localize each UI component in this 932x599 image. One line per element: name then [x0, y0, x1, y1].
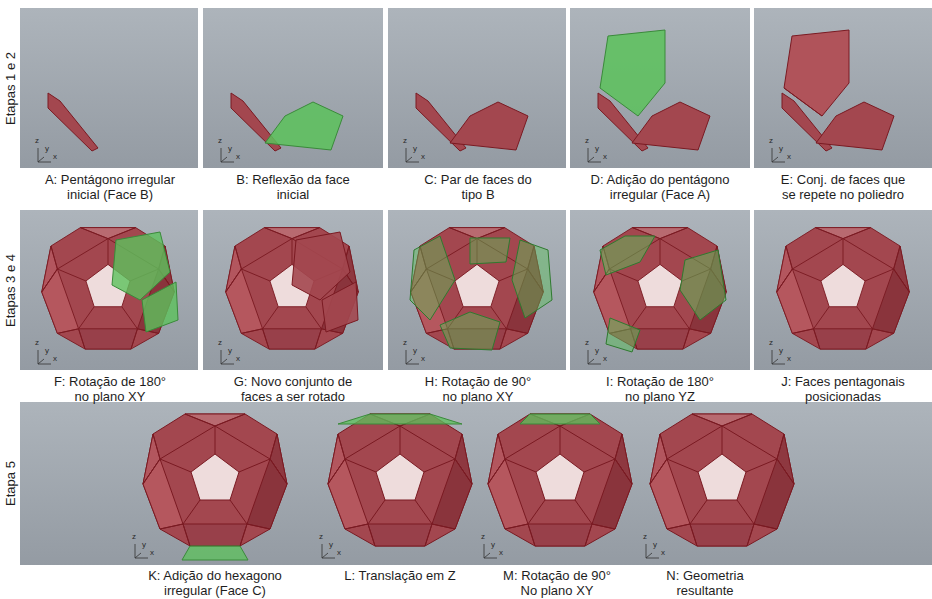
- axis-letter: y: [779, 347, 783, 355]
- axis-letter: x: [53, 153, 57, 161]
- axis-letter: z: [643, 533, 647, 541]
- axis-letter: z: [218, 339, 222, 347]
- axis-letter: z: [132, 533, 136, 541]
- axis-letter: y: [228, 145, 232, 153]
- step-caption: M: Rotação de 90° No plano XY: [495, 568, 620, 598]
- axis-letter: x: [603, 355, 607, 363]
- row2-figures: [42, 228, 909, 352]
- axis-letter: z: [218, 137, 222, 145]
- axis-letter: y: [779, 145, 783, 153]
- axis-letter: y: [653, 541, 657, 549]
- axis-letter: x: [150, 549, 154, 557]
- axis-letter: y: [329, 541, 333, 549]
- axis-letter: y: [142, 541, 146, 549]
- axis-letter: z: [585, 137, 589, 145]
- axis-letter: x: [236, 153, 240, 161]
- axis-letter: x: [787, 153, 791, 161]
- step-caption: H: Rotação de 90° no plano XY: [418, 374, 538, 404]
- step-caption: I: Rotação de 180° no plano YZ: [599, 374, 721, 404]
- axis-letter: z: [481, 533, 485, 541]
- axis-letter: x: [53, 355, 57, 363]
- step-caption: F: Rotação de 180° no plano XY: [46, 374, 174, 404]
- axis-symbols: [38, 148, 785, 558]
- axis-letter: x: [421, 153, 425, 161]
- row3-figures: [143, 414, 794, 560]
- axis-letter: y: [228, 347, 232, 355]
- axis-letter: z: [35, 137, 39, 145]
- axis-letter: x: [661, 549, 665, 557]
- step-caption: L: Translação em Z: [320, 568, 480, 583]
- axis-letter: z: [319, 533, 323, 541]
- stage-label: Etapas 3 e 4: [3, 254, 18, 327]
- step-caption: K: Adição do hexagono irregular (Face C): [135, 568, 295, 598]
- step-caption: E: Conj. de faces que se repete no polie…: [773, 172, 913, 202]
- axis-letter: x: [603, 153, 607, 161]
- axis-letter: z: [403, 137, 407, 145]
- axis-letter: y: [413, 145, 417, 153]
- axis-letter: z: [585, 339, 589, 347]
- step-caption: N: Geometria resultante: [650, 568, 760, 598]
- step-caption: J: Faces pentagonais posicionadas: [773, 374, 913, 404]
- axis-letter: x: [236, 355, 240, 363]
- step-caption: D: Adição do pentágono irregular (Face A…: [578, 172, 743, 202]
- step-caption: B: Reflexão da face inicial: [221, 172, 366, 202]
- axis-letter: y: [595, 145, 599, 153]
- axis-letter: y: [413, 347, 417, 355]
- axis-letter: y: [595, 347, 599, 355]
- row1-figures: [48, 30, 894, 151]
- panel-grounds: [20, 8, 932, 565]
- axis-letter: z: [35, 339, 39, 347]
- step-caption: G: Novo conjunto de faces a ser rotado: [226, 374, 361, 404]
- axis-letter: y: [491, 541, 495, 549]
- axis-letter: y: [45, 145, 49, 153]
- axis-letter: z: [769, 339, 773, 347]
- stage-label: Etapas 1 e 2: [3, 52, 18, 125]
- step-caption: C: Par de faces do tipo B: [413, 172, 543, 202]
- stage-label: Etapa 5: [3, 461, 18, 506]
- axis-letter: x: [421, 355, 425, 363]
- axis-letter: x: [499, 549, 503, 557]
- step-caption: A: Pentágono irregular inicial (Face B): [30, 172, 190, 202]
- axis-letter: z: [403, 339, 407, 347]
- axis-letter: x: [787, 355, 791, 363]
- axis-letter: y: [45, 347, 49, 355]
- axis-letter: x: [337, 549, 341, 557]
- axis-letter: z: [769, 137, 773, 145]
